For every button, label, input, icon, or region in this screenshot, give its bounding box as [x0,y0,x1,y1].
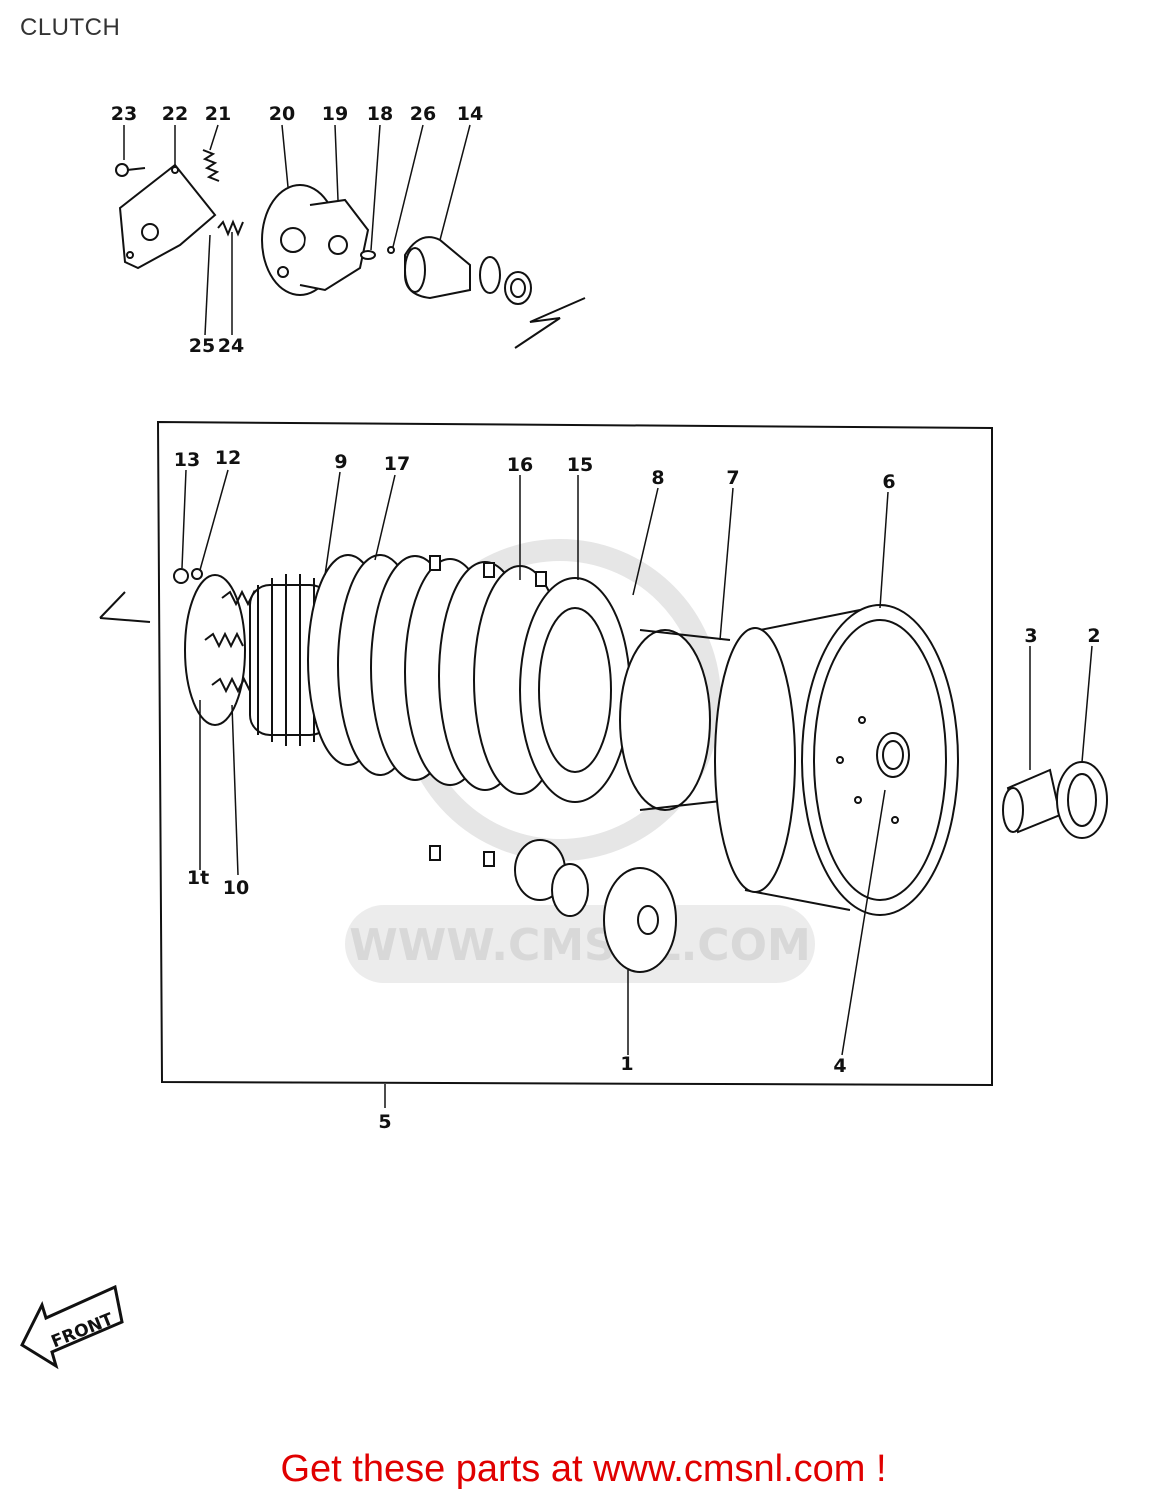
clutch-pack [173,554,1108,973]
callout-4: 4 [833,1055,846,1077]
callout-9: 9 [334,451,347,473]
callout-16: 16 [507,454,533,476]
callout-22: 22 [162,103,188,125]
callout-1: 1 [620,1053,633,1075]
callout-20: 20 [269,103,295,125]
callout-13: 13 [174,449,200,471]
callout-23: 23 [111,103,137,125]
callout-2: 2 [1087,625,1100,647]
callout-3: 3 [1024,625,1037,647]
page-title: CLUTCH [20,14,121,41]
callout-12: 12 [215,447,241,469]
callout-17: 17 [384,453,410,475]
leader-lines [123,124,1093,1108]
callout-25: 25 [189,335,215,357]
callout-19: 19 [322,103,348,125]
watermark-text: WWW.CMSNL.COM [349,920,811,971]
callout-26: 26 [410,103,436,125]
callout-21: 21 [205,103,231,125]
callout-11: 1t [187,867,209,889]
assembly-frame [99,420,993,1087]
callout-7: 7 [726,467,739,489]
callout-10: 10 [223,877,249,899]
callout-15: 15 [567,454,593,476]
callout-18: 18 [367,103,393,125]
callout-24: 24 [218,335,244,357]
get-parts-link[interactable]: Get these parts at www.cmsnl.com ! [280,1448,887,1490]
callout-5: 5 [378,1111,391,1133]
callout-8: 8 [651,467,664,489]
callout-6: 6 [882,471,895,493]
release-mechanism [115,149,586,349]
front-arrow: FRONT [20,1284,124,1370]
callout-14: 14 [457,103,483,125]
callout-numbers: 23 22 21 20 19 18 26 14 25 24 13 12 9 17… [111,103,1101,1133]
